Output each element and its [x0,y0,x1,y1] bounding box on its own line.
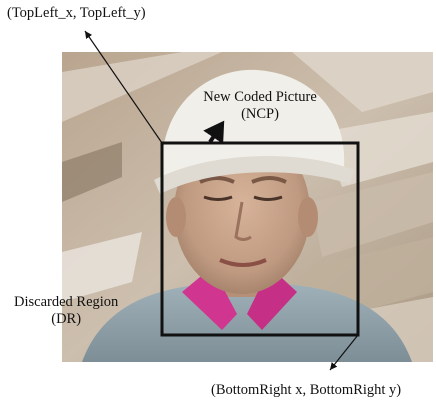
ncp-label: New Coded Picture (NCP) [190,89,330,123]
beam [62,142,122,202]
bottom-right-coordinate-label: (BottomRight x, BottomRight y) [211,382,402,398]
top-left-coordinate-label: (TopLeft_x, TopLeft_y) [7,5,146,21]
dr-label-line1: Discarded Region [14,294,119,310]
beam [292,52,433,112]
ncp-label-line1: New Coded Picture [203,89,317,105]
beam [62,232,142,302]
discarded-region-label: Discarded Region (DR) [14,294,118,328]
dr-label-line2: (DR) [51,311,82,327]
ncp-label-line2: (NCP) [241,106,279,122]
ear [166,197,186,237]
ear [298,197,318,237]
